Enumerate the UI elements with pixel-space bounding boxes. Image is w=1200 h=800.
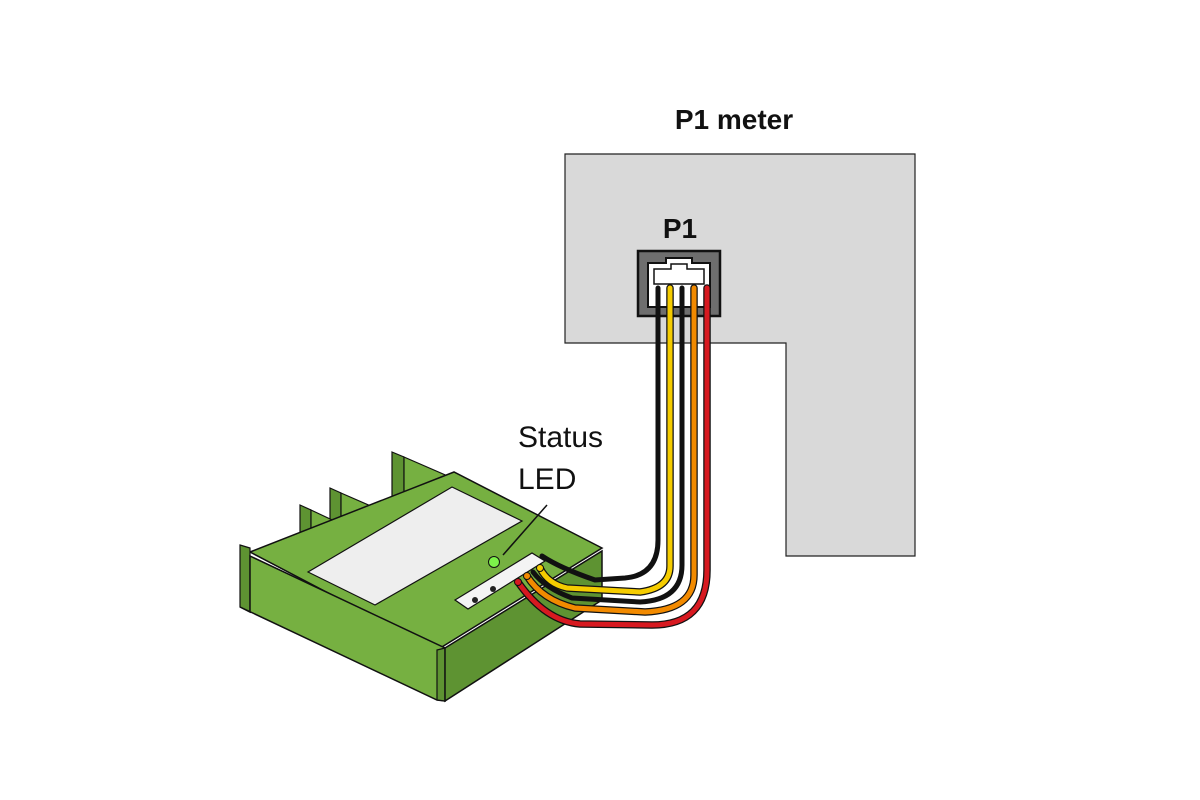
p1-meter bbox=[564, 153, 916, 557]
wire-black-1 bbox=[539, 285, 661, 583]
port-label: P1 bbox=[663, 213, 697, 244]
wire-red bbox=[515, 285, 710, 628]
status-led-pointer bbox=[502, 504, 548, 556]
meter-title: P1 meter bbox=[675, 104, 793, 135]
wire-orange bbox=[524, 285, 697, 615]
wire-header bbox=[453, 552, 547, 610]
status-led bbox=[488, 556, 500, 568]
meter-dongle bbox=[239, 451, 604, 703]
cable bbox=[514, 284, 711, 629]
board-label-plate bbox=[306, 486, 524, 606]
status-led-label-line1: Status bbox=[518, 421, 603, 454]
wire-yellow bbox=[537, 285, 673, 595]
wire-black-2 bbox=[530, 285, 685, 605]
status-led-label-line2: LED bbox=[518, 463, 576, 496]
p1-port bbox=[636, 249, 722, 318]
